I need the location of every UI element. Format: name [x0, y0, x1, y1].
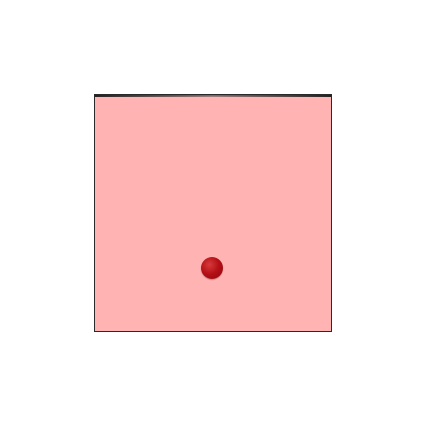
- red-dot-icon[interactable]: [201, 257, 223, 279]
- pink-square-panel: [94, 94, 332, 332]
